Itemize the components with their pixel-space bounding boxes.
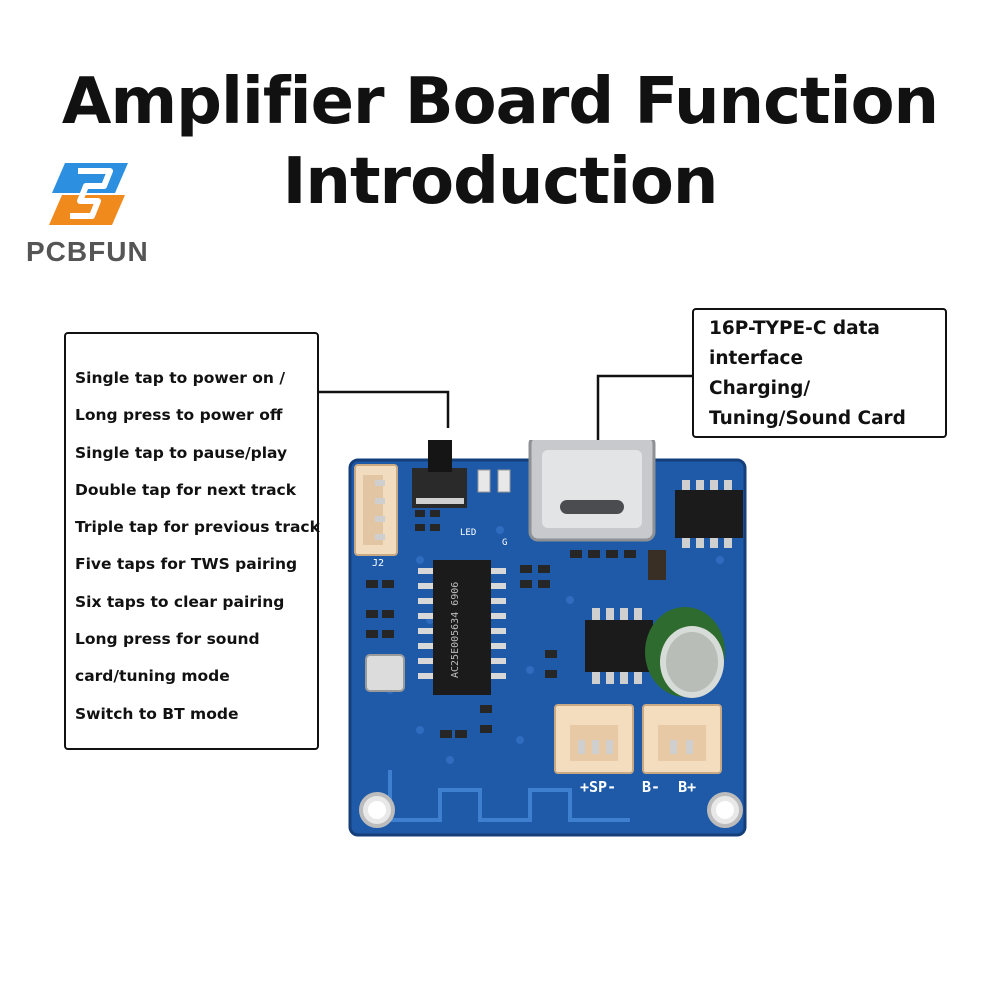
button-callout-line: Long press to power off <box>75 406 283 425</box>
button-callout-line: Switch to BT mode <box>75 704 239 723</box>
amplifier-board-image: J2 LED G AC25E005634 6906 <box>348 440 747 837</box>
typec-callout-line: 16P-TYPE-C data <box>709 318 880 339</box>
led-label: LED <box>460 528 476 538</box>
button-callout-line: Single tap to pause/play <box>75 443 288 462</box>
button-callout-line: Five taps for TWS pairing <box>75 555 298 574</box>
typec-callout-line: interface <box>709 348 804 369</box>
typec-callout-line: Charging/ <box>709 378 811 399</box>
header-label: J2 <box>372 558 384 569</box>
battery-label: B- B+ <box>642 778 696 796</box>
typec-callout-line: Tuning/Sound Card <box>709 408 906 429</box>
button-callout-line: Single tap to power on / <box>75 369 285 387</box>
button-callout-line: Long press for sound <box>75 630 260 649</box>
g-label: G <box>502 538 507 548</box>
pcbfun-logo-icon <box>49 163 128 225</box>
button-callout-line: card/tuning mode <box>75 667 230 686</box>
chip-text: AC25E005634 6906 <box>450 582 461 678</box>
title-line-2: Introduction <box>282 145 719 219</box>
title-line-1: Amplifier Board Function <box>61 65 939 139</box>
button-callout-line: Double tap for next track <box>75 480 297 499</box>
brand-name: PCBFUN <box>26 236 149 267</box>
button-callout-line: Triple tap for previous track <box>75 518 320 537</box>
button-function-callout: Single tap to power on / Long press to p… <box>64 332 320 750</box>
button-callout-line: Six taps to clear pairing <box>75 592 285 611</box>
typec-callout: 16P-TYPE-C data interface Charging/ Tuni… <box>692 308 947 438</box>
speaker-label: +SP- <box>580 778 616 796</box>
page-title: Amplifier Board Function Introduction <box>0 62 1000 222</box>
